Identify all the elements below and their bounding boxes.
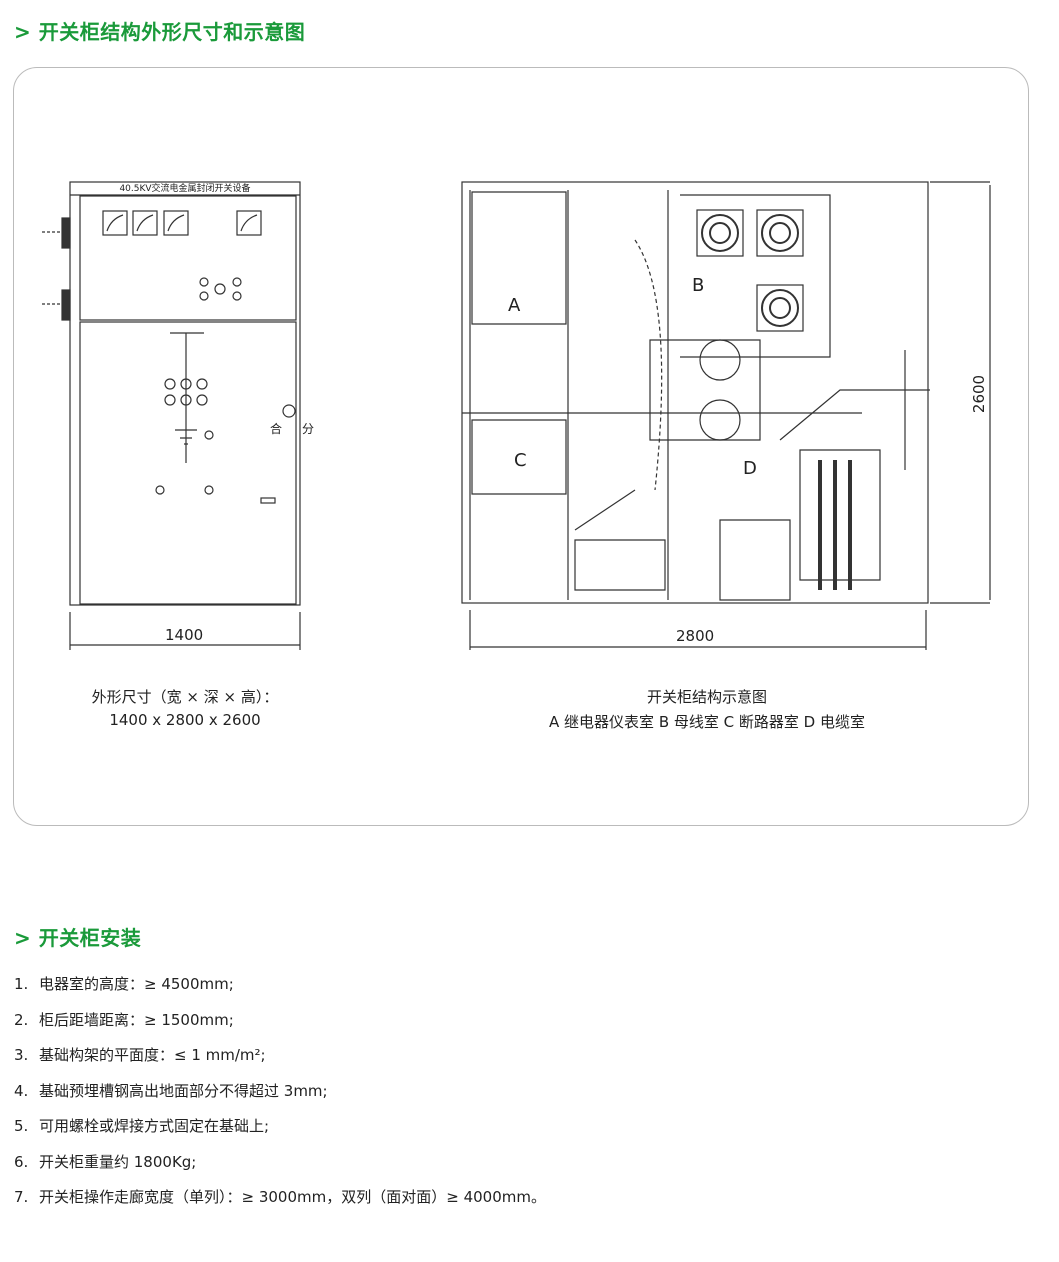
item-number: 6. bbox=[14, 1152, 29, 1171]
switch-on-label: 合 bbox=[270, 422, 283, 436]
item-text: 柜后距墙距离：≥ 1500mm; bbox=[39, 1010, 234, 1029]
front-caption-title: 外形尺寸（宽 × 深 × 高）： bbox=[91, 688, 279, 706]
installation-list: 1. 电器室的高度：≥ 4500mm; 2. 柜后距墙距离：≥ 1500mm; 3.… bbox=[14, 972, 546, 1221]
side-caption-legend: A 继电器仪表室 B 母线室 C 断路器室 D 电缆室 bbox=[549, 713, 865, 731]
list-item: 1. 电器室的高度：≥ 4500mm; bbox=[14, 972, 546, 1008]
list-item: 6. 开关柜重量约 1800Kg; bbox=[14, 1150, 546, 1186]
switchgear-drawings bbox=[42, 181, 991, 650]
depth-dimension: 2800 bbox=[676, 627, 715, 645]
item-text: 基础构架的平面度：≤ 1 mm/m²; bbox=[39, 1046, 266, 1064]
item-text: 开关柜操作走廊宽度（单列）：≥ 3000mm，双列（面对面）≥ 4000mm。 bbox=[39, 1188, 546, 1206]
item-text: 可用螺栓或焊接方式固定在基础上; bbox=[39, 1117, 270, 1135]
item-number: 5. bbox=[14, 1117, 29, 1135]
front-caption-size: 1400 x 2800 x 2600 bbox=[109, 711, 261, 729]
diagram-card bbox=[13, 67, 1029, 826]
item-number: 3. bbox=[14, 1046, 29, 1064]
item-number: 2. bbox=[14, 1010, 29, 1029]
section-title-structure: > 开关柜结构外形尺寸和示意图 bbox=[14, 20, 306, 44]
height-dimension: 2600 bbox=[970, 374, 989, 414]
side-view-drawing bbox=[461, 181, 991, 650]
item-text: 基础预埋槽钢高出地面部分不得超过 3mm; bbox=[39, 1081, 328, 1100]
width-dimension: 1400 bbox=[165, 626, 204, 644]
list-item: 2. 柜后距墙距离：≥ 1500mm; bbox=[14, 1008, 546, 1044]
label-d: D bbox=[743, 458, 757, 479]
side-caption-title: 开关柜结构示意图 bbox=[646, 688, 767, 706]
list-item: 4. 基础预埋槽钢高出地面部分不得超过 3mm; bbox=[14, 1079, 546, 1115]
item-number: 1. bbox=[14, 975, 29, 993]
label-a: A bbox=[508, 295, 521, 316]
label-c: C bbox=[514, 450, 527, 471]
item-number: 4. bbox=[14, 1081, 29, 1100]
switch-off-label: 分 bbox=[302, 422, 315, 436]
list-item: 5. 可用螺栓或焊接方式固定在基础上; bbox=[14, 1114, 546, 1150]
list-item: 7. 开关柜操作走廊宽度（单列）：≥ 3000mm，双列（面对面）≥ 4000mm… bbox=[14, 1185, 546, 1221]
front-view-drawing bbox=[42, 181, 301, 650]
list-item: 3. 基础构架的平面度：≤ 1 mm/m²; bbox=[14, 1043, 546, 1079]
section-title-installation: > 开关柜安装 bbox=[14, 926, 142, 950]
item-text: 开关柜重量约 1800Kg; bbox=[39, 1152, 197, 1171]
item-text: 电器室的高度：≥ 4500mm; bbox=[39, 975, 234, 993]
item-number: 7. bbox=[14, 1188, 29, 1206]
label-b: B bbox=[692, 275, 705, 296]
nameplate-label: 40.5KV交流电金属封闭开关设备 bbox=[119, 184, 251, 194]
